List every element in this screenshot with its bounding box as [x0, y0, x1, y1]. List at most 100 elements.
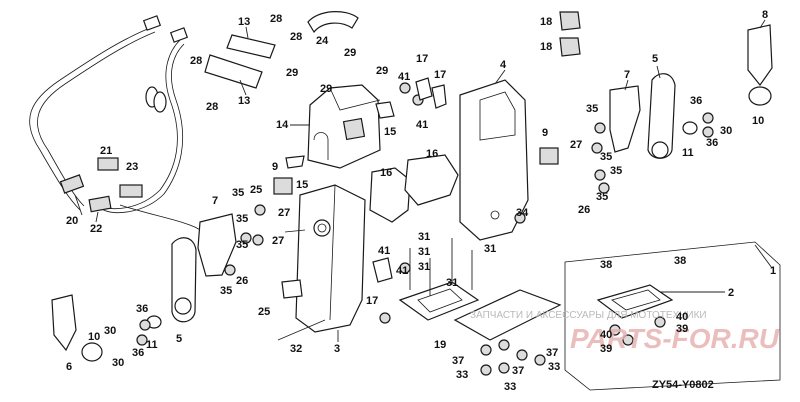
label-29-b: 29	[286, 67, 298, 79]
label-16-right: 16	[426, 148, 438, 160]
label-4: 4	[500, 59, 507, 71]
housing-14	[307, 84, 381, 169]
label-23: 23	[126, 161, 138, 173]
label-33-a: 33	[456, 369, 468, 381]
label-17-c: 17	[366, 295, 378, 307]
grommet-10-left	[81, 342, 103, 362]
label-29-a: 29	[344, 47, 356, 59]
label-15-top: 15	[384, 126, 396, 138]
label-8: 8	[762, 9, 768, 21]
label-39-right: 39	[676, 323, 688, 335]
control-box-3	[284, 184, 366, 333]
label-16-left: 16	[380, 167, 392, 179]
label-15-left: 15	[296, 179, 308, 191]
label-26-right: 26	[578, 204, 590, 216]
label-41-b: 41	[416, 119, 428, 131]
lever-7-left	[197, 213, 237, 277]
label-1: 1	[770, 265, 776, 277]
label-31-b: 31	[418, 246, 430, 258]
watermark-caption: ЗАПЧАСТИ И АКСЕССУАРЫ ДЛЯ МОТОТЕХНИКИ	[470, 310, 707, 321]
label-5-right: 5	[652, 53, 658, 65]
arm-5-right	[647, 73, 676, 159]
label-7-right: 7	[624, 69, 630, 81]
label-38-right: 38	[674, 255, 686, 267]
cap-9-left	[273, 177, 293, 195]
label-11-left: 11	[146, 339, 158, 351]
label-27-c: 27	[570, 139, 582, 151]
clamp-25	[281, 279, 303, 299]
label-41-c: 41	[378, 245, 390, 257]
diagram-code: ZY54-Y0802	[652, 379, 714, 391]
leader-lines	[74, 19, 773, 342]
clip-15-top	[375, 101, 395, 119]
cap-9-right	[539, 147, 559, 165]
grommet-10-right	[748, 86, 772, 106]
label-30-a: 30	[104, 325, 116, 337]
label-40-right: 40	[676, 311, 688, 323]
label-9-right: 9	[542, 127, 548, 139]
connector-23	[119, 184, 143, 198]
clip-17-b	[431, 84, 447, 109]
gasket-kit-2	[596, 284, 674, 319]
label-35-d: 35	[220, 285, 232, 297]
lever-7-right	[609, 85, 641, 153]
plate-16-right	[404, 154, 459, 206]
label-33-c: 33	[548, 361, 560, 373]
label-25-top: 25	[250, 184, 262, 196]
label-29-d: 29	[320, 83, 332, 95]
connector-top-2	[169, 27, 189, 43]
bracket-13-lower	[204, 54, 263, 89]
label-41-d: 41	[396, 265, 408, 277]
clip-17-a	[415, 77, 433, 101]
label-28-c: 28	[190, 55, 202, 67]
label-31-c: 31	[418, 261, 430, 273]
wire-harness	[29, 15, 201, 231]
label-36-c: 36	[690, 95, 702, 107]
label-22: 22	[90, 223, 102, 235]
label-33-b: 33	[504, 381, 516, 393]
clip-15-left	[285, 155, 305, 169]
arm-5-right-hub	[651, 141, 669, 159]
label-37-a: 37	[452, 355, 464, 367]
bolts-31	[409, 238, 473, 296]
plate-16-left	[369, 167, 411, 223]
label-29-c: 29	[376, 65, 388, 77]
clip-17-c	[372, 257, 393, 283]
label-10-right: 10	[752, 115, 764, 127]
label-40-left: 40	[600, 329, 612, 341]
grommet-b	[153, 91, 167, 113]
label-39-left: 39	[600, 343, 612, 355]
label-20: 20	[66, 215, 78, 227]
bushing-11-right	[682, 121, 698, 135]
label-10-left: 10	[88, 331, 100, 343]
label-19: 19	[434, 339, 446, 351]
connector-20	[59, 174, 85, 194]
connector-22	[88, 195, 112, 213]
label-35-f: 35	[600, 151, 612, 163]
label-36-a: 36	[136, 303, 148, 315]
label-13-lower: 13	[238, 95, 250, 107]
label-7-left: 7	[212, 195, 218, 207]
label-6: 6	[66, 361, 72, 373]
label-2: 2	[728, 287, 734, 299]
label-37-b: 37	[546, 347, 558, 359]
grommet-18-b	[559, 37, 581, 57]
label-31-e: 31	[484, 243, 496, 255]
label-41-a: 41	[398, 71, 410, 83]
label-11-right: 11	[682, 147, 694, 159]
label-18-a: 18	[540, 16, 552, 28]
label-30-c: 30	[720, 125, 732, 137]
handle-6	[51, 294, 77, 352]
bracket-13-group	[204, 26, 276, 96]
label-35-e: 35	[586, 103, 598, 115]
label-5-left: 5	[176, 333, 182, 345]
label-35-h: 35	[596, 191, 608, 203]
label-35-b: 35	[236, 213, 248, 225]
label-17-a: 17	[416, 53, 428, 65]
connector-top-1	[142, 15, 162, 31]
grommet-18-a	[559, 11, 581, 31]
bolt-32	[277, 319, 326, 341]
label-18-b: 18	[540, 41, 552, 53]
